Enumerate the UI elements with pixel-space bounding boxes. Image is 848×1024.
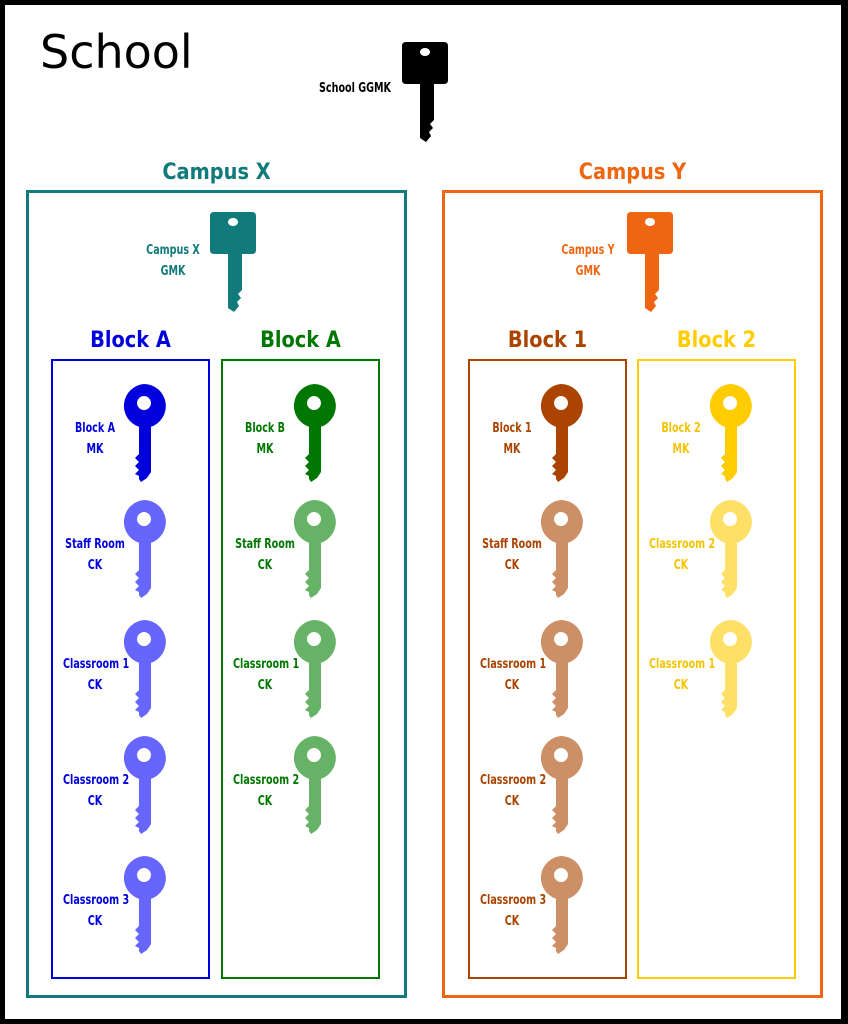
master-key-icon (540, 384, 583, 482)
classroom-key-icon (709, 500, 752, 598)
room-key-label-line1: Staff Room (235, 537, 295, 552)
room-key-label-line1: Classroom 3 (480, 893, 547, 908)
master-key-label-line2: MK (256, 442, 274, 457)
room-key-label-line1: Classroom 1 (233, 657, 300, 672)
master-key-label-line1: Block 2 (661, 421, 701, 436)
room-key-label-line2: CK (87, 794, 103, 809)
master-key-label-line2: MK (86, 442, 104, 457)
block-box (221, 359, 380, 979)
page-title: School (40, 25, 193, 79)
campus-x-key-icon (210, 212, 256, 312)
campus-x-box (26, 190, 407, 998)
diagram-canvas: School School GGMK Campus X Campus X GMK Blo… (3, 3, 843, 1021)
room-key-label-line2: CK (257, 558, 273, 573)
room-key-label-line2: CK (673, 558, 689, 573)
campus-x-key-label-line2: GMK (160, 264, 186, 279)
room-key-label: Classroom 1 CK (480, 654, 547, 696)
block-title: Block A (90, 328, 171, 353)
room-key-label-line2: CK (504, 558, 520, 573)
master-key-label: Block B MK (233, 418, 297, 460)
master-key-icon (709, 384, 752, 482)
room-key-label-line2: CK (87, 914, 103, 929)
master-key-label: Block A MK (63, 418, 127, 460)
master-key-label-line1: Block B (245, 421, 285, 436)
master-key-icon (123, 384, 166, 482)
room-key-label-line2: CK (504, 678, 520, 693)
room-key-label-line2: CK (504, 794, 520, 809)
room-key-label-line2: CK (504, 914, 520, 929)
school-key-icon (402, 42, 448, 142)
campus-x-key-label: Campus X GMK (144, 240, 201, 282)
room-key-label: Classroom 2 CK (63, 770, 130, 812)
room-key-label: Classroom 1 CK (649, 654, 716, 696)
room-key-label-line1: Classroom 2 (480, 773, 547, 788)
room-key-label-line1: Classroom 2 (233, 773, 300, 788)
campus-y-title: Campus Y (578, 160, 687, 185)
master-key-label: Block 1 MK (480, 418, 544, 460)
room-key-label: Classroom 2 CK (480, 770, 547, 812)
master-key-label-line1: Block 1 (492, 421, 532, 436)
master-key-label: Block 2 MK (649, 418, 713, 460)
campus-y-key-label-line1: Campus Y (561, 243, 615, 258)
campus-y-key-label: Campus Y GMK (559, 240, 616, 282)
classroom-key-icon (123, 856, 166, 954)
classroom-key-icon (709, 620, 752, 718)
block-box (637, 359, 796, 979)
block-title: Block A (260, 328, 341, 353)
room-key-label-line1: Classroom 3 (63, 893, 130, 908)
campus-x-title: Campus X (162, 160, 271, 185)
master-key-label-line1: Block A (74, 421, 116, 436)
classroom-key-icon (293, 620, 336, 718)
block-box (51, 359, 210, 979)
classroom-key-icon (540, 856, 583, 954)
classroom-key-icon (540, 500, 583, 598)
room-key-label-line2: CK (87, 558, 103, 573)
room-key-label-line1: Classroom 1 (480, 657, 547, 672)
campus-y-key-label-line2: GMK (575, 264, 601, 279)
school-key-label: School GGMK (319, 78, 391, 99)
room-key-label-line2: CK (87, 678, 103, 693)
room-key-label: Classroom 3 CK (480, 890, 547, 932)
room-key-label-line1: Staff Room (482, 537, 542, 552)
room-key-label: Classroom 1 CK (63, 654, 130, 696)
room-key-label: Classroom 2 CK (649, 534, 716, 576)
campus-y-key-icon (627, 212, 673, 312)
room-key-label-line2: CK (673, 678, 689, 693)
master-key-label-line2: MK (503, 442, 521, 457)
classroom-key-icon (540, 736, 583, 834)
campus-y-box (442, 190, 823, 998)
room-key-label: Classroom 3 CK (63, 890, 130, 932)
room-key-label: Classroom 2 CK (233, 770, 300, 812)
room-key-label: Classroom 1 CK (233, 654, 300, 696)
classroom-key-icon (293, 500, 336, 598)
classroom-key-icon (293, 736, 336, 834)
master-key-label-line2: MK (672, 442, 690, 457)
room-key-label-line2: CK (257, 794, 273, 809)
room-key-label-line1: Classroom 2 (63, 773, 130, 788)
block-title: Block 2 (676, 328, 757, 353)
master-key-icon (293, 384, 336, 482)
classroom-key-icon (123, 736, 166, 834)
classroom-key-icon (123, 500, 166, 598)
room-key-label-line1: Staff Room (65, 537, 125, 552)
room-key-label-line1: Classroom 2 (649, 537, 716, 552)
room-key-label-line1: Classroom 1 (63, 657, 130, 672)
room-key-label-line2: CK (257, 678, 273, 693)
school-key-label-line1: School GGMK (319, 81, 391, 96)
block-box (468, 359, 627, 979)
block-title: Block 1 (507, 328, 588, 353)
classroom-key-icon (123, 620, 166, 718)
room-key-label-line1: Classroom 1 (649, 657, 716, 672)
classroom-key-icon (540, 620, 583, 718)
campus-x-key-label-line1: Campus X (146, 243, 200, 258)
